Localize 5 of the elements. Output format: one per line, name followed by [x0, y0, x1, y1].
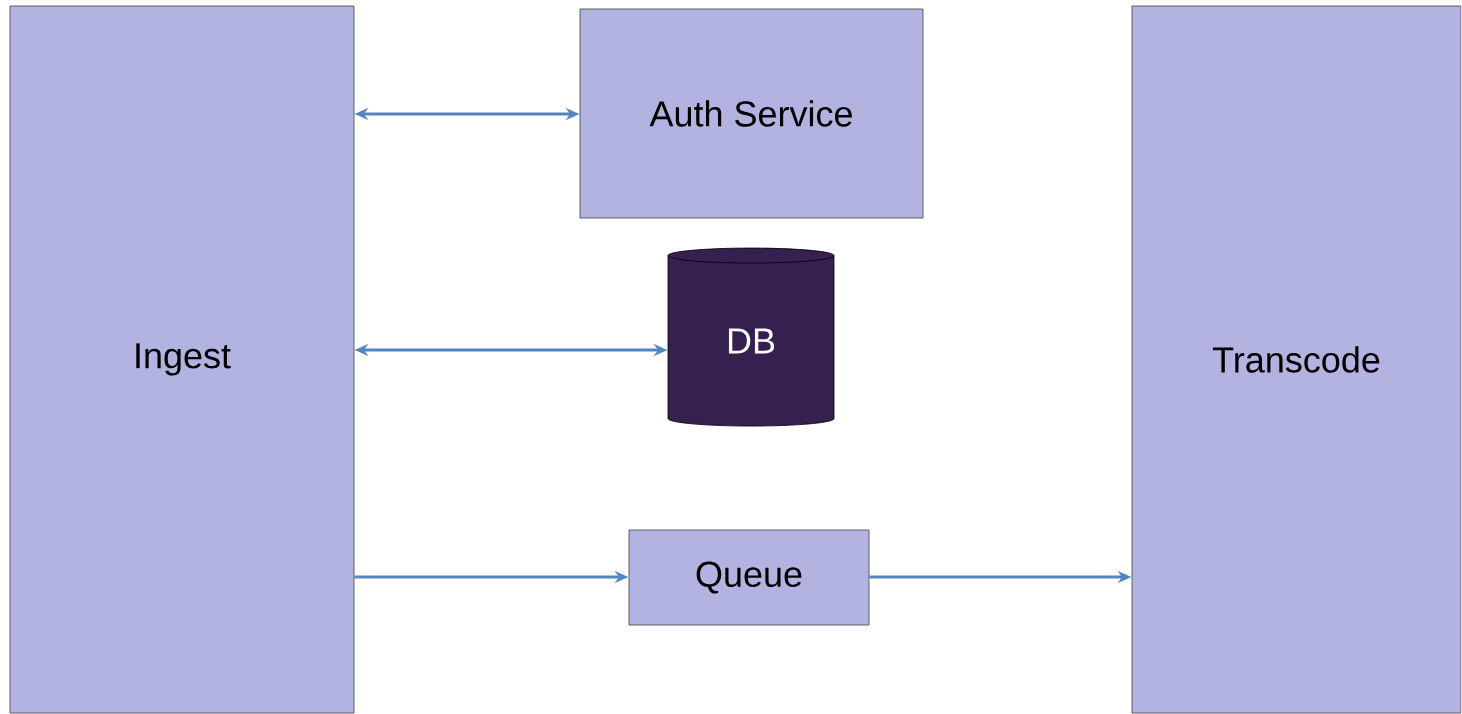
database-cylinder: DB [667, 247, 835, 427]
process-box: Ingest [9, 5, 355, 714]
process-box: Auth Service [579, 8, 924, 219]
process-box: Transcode [1131, 5, 1462, 714]
process-box: Queue [628, 529, 870, 626]
